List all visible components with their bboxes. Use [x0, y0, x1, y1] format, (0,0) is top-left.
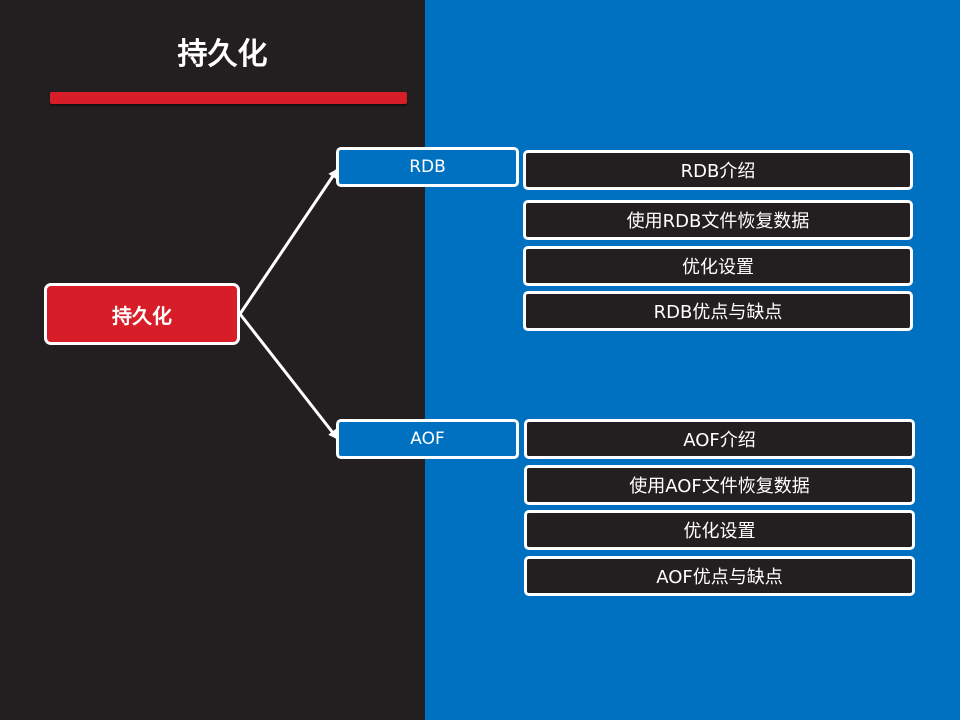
leaf-rdb-intro: RDB介绍: [523, 150, 913, 190]
connector-aof: [238, 313, 339, 440]
leaf-aof-optimize: 优化设置: [524, 510, 915, 550]
branch-node-rdb: RDB: [336, 147, 519, 187]
title-underline-bar: [50, 92, 407, 104]
leaf-rdb-pros-cons: RDB优点与缺点: [523, 291, 913, 331]
leaf-aof-restore: 使用AOF文件恢复数据: [524, 465, 915, 505]
branch-node-aof: AOF: [336, 419, 519, 459]
right-panel: [425, 0, 960, 720]
root-node-persistence: 持久化: [44, 283, 240, 345]
leaf-aof-intro: AOF介绍: [524, 419, 915, 459]
leaf-rdb-optimize: 优化设置: [523, 246, 913, 286]
leaf-aof-pros-cons: AOF优点与缺点: [524, 556, 915, 596]
leaf-rdb-restore: 使用RDB文件恢复数据: [523, 200, 913, 240]
left-panel: [0, 0, 425, 720]
page-title: 持久化: [177, 37, 268, 72]
connector-rdb: [238, 168, 339, 315]
